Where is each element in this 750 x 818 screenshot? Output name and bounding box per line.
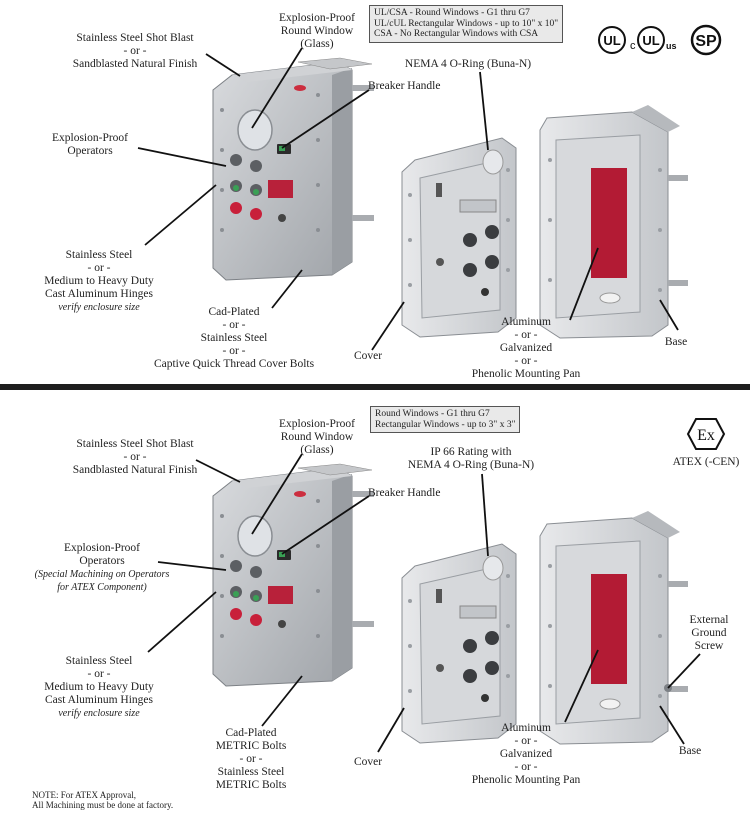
label-base: Base [664, 336, 688, 348]
label-cover-b: Cover [353, 756, 383, 768]
cul-us-logo-icon: c UL us [630, 26, 677, 54]
svg-text:UL: UL [642, 33, 659, 48]
svg-text:SP: SP [695, 33, 717, 50]
label-mounting-pan: Aluminum- or -Galvanized- or -Phenolic M… [471, 316, 581, 380]
atex-note: NOTE: For ATEX Approval, All Machining m… [32, 790, 174, 810]
label-hinges-b: Stainless Steel- or -Medium to Heavy Dut… [44, 655, 154, 719]
svg-text:UL: UL [603, 33, 620, 48]
label-shot-blast: Stainless Steel Shot Blast- or -Sandblas… [72, 32, 198, 70]
atex-window-box: Round Windows - G1 thru G7 Rectangular W… [370, 406, 521, 433]
atex-ex-logo-icon: Ex [686, 418, 726, 450]
label-cover-bolts: Cad-Plated- or -Stainless Steel- or -Cap… [153, 306, 315, 370]
cert-logos: UL c UL us SP [598, 24, 722, 56]
panel-divider [0, 384, 750, 390]
csa-logo-icon: SP [690, 24, 722, 56]
label-atex: ATEX (-CEN) [672, 456, 740, 468]
certification-box: UL/CSA - Round Windows - G1 thru G7 UL/c… [369, 5, 564, 43]
label-mounting-pan-b: Aluminum- or -Galvanized- or -Phenolic M… [471, 722, 581, 786]
label-shot-blast-b: Stainless Steel Shot Blast- or -Sandblas… [72, 438, 198, 476]
svg-text:c: c [630, 40, 636, 52]
label-oring: NEMA 4 O-Ring (Buna-N) [404, 58, 532, 70]
label-hinges: Stainless Steel- or -Medium to Heavy Dut… [44, 249, 154, 313]
label-cover: Cover [353, 350, 383, 362]
svg-text:Ex: Ex [697, 427, 715, 444]
svg-text:us: us [666, 41, 677, 51]
label-breaker-handle-b: Breaker Handle [368, 487, 441, 499]
label-breaker-handle: Breaker Handle [368, 80, 441, 92]
ul-logo-icon: UL [598, 26, 626, 54]
label-base-b: Base [678, 745, 702, 757]
